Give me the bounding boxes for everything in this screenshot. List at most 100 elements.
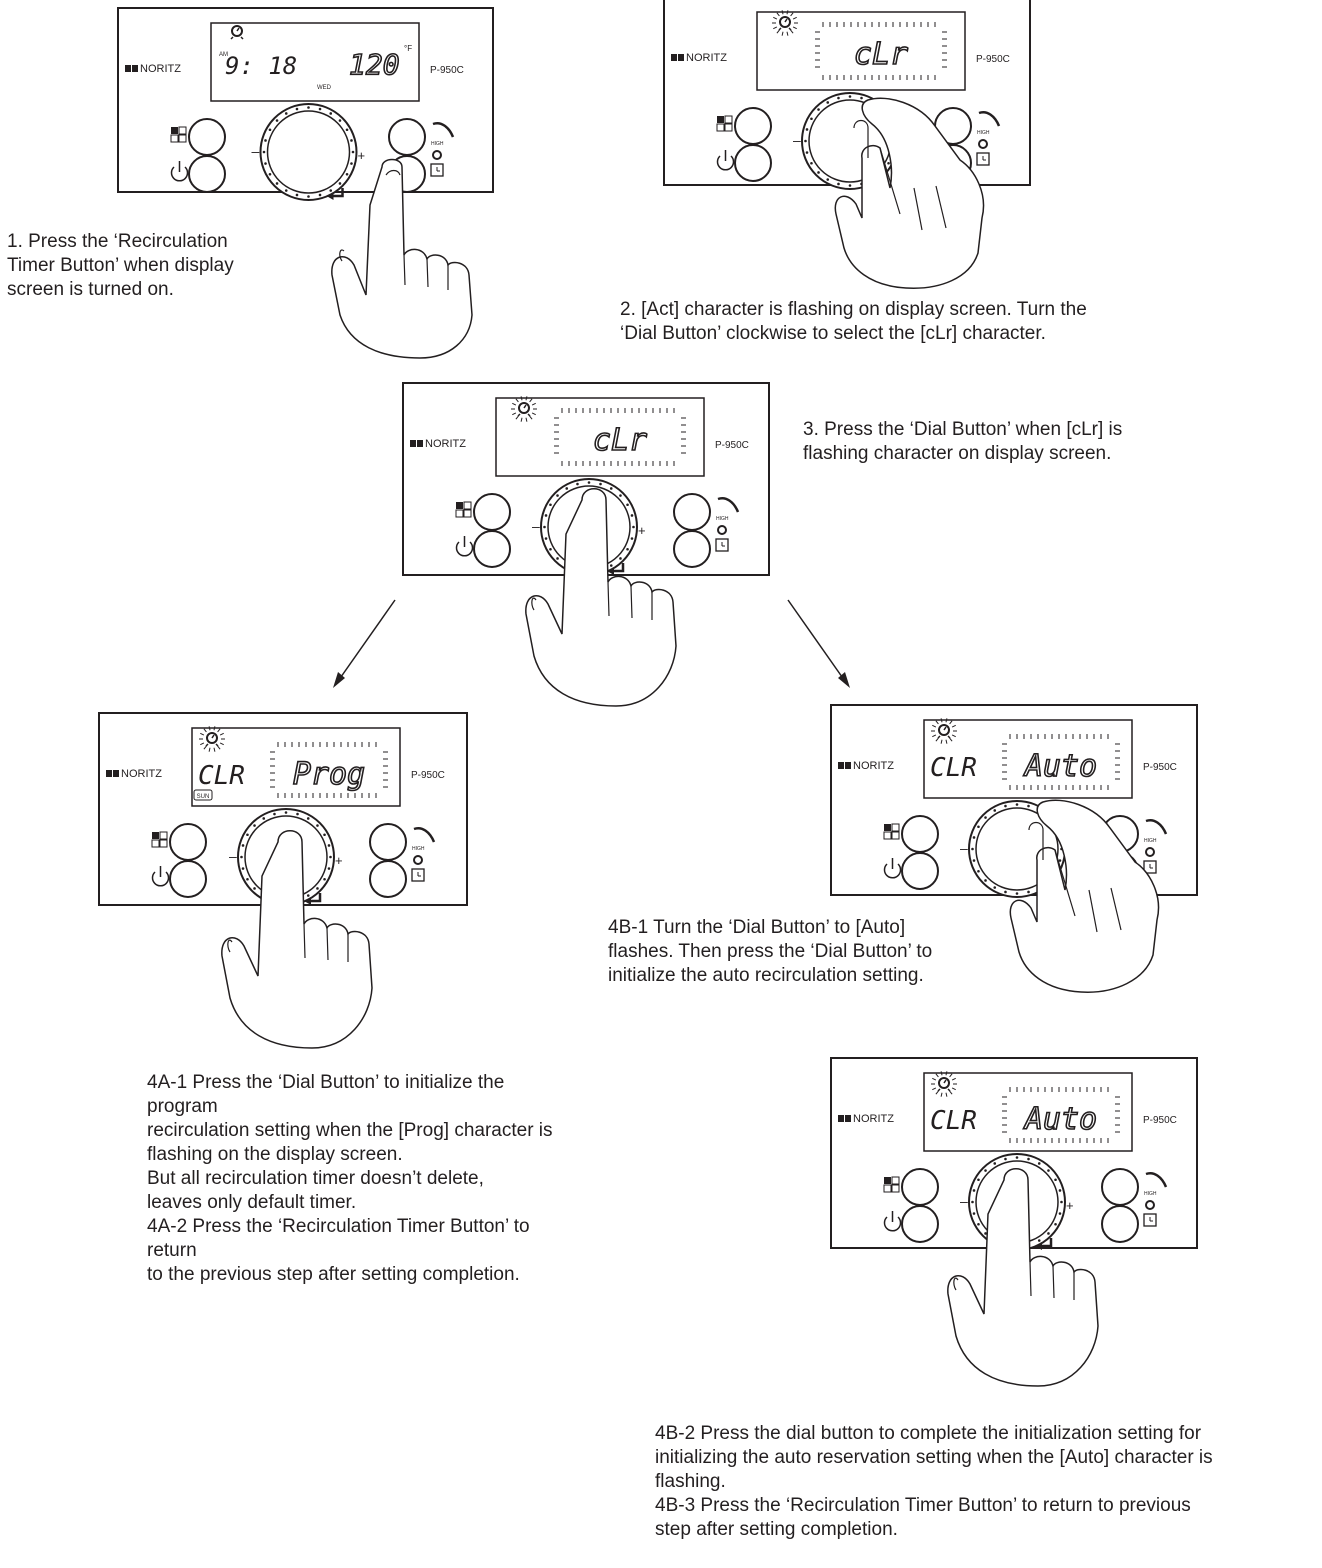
high-mode-icon: [413, 827, 436, 843]
menu-button: [473, 493, 511, 531]
menu-button: [901, 1168, 939, 1206]
menu-button: [734, 107, 772, 145]
minus-sign: –: [532, 518, 540, 534]
brand-logo-text: NORITZ: [140, 63, 181, 75]
dial-turning-hand-icon: [834, 97, 985, 289]
high-mode-icon: [1145, 1172, 1168, 1188]
menu-icon: [883, 1176, 900, 1193]
power-icon: [883, 1211, 902, 1232]
menu-button: [188, 118, 226, 156]
noritz-logo: [410, 440, 423, 447]
minus-sign: –: [960, 1193, 968, 1209]
alarm-clock-icon: [1143, 860, 1157, 874]
noritz-logo: [671, 54, 684, 61]
high-label: HIGH: [431, 141, 444, 147]
plus-sign: +: [1066, 1198, 1074, 1213]
pointing-hand-icon: [947, 1168, 1099, 1387]
plus-sign: +: [638, 523, 646, 538]
caption-step1: 1. Press the ‘Recirculation Timer Button…: [7, 231, 234, 300]
lcd-prefix-display: CLR: [930, 753, 977, 783]
lcd-screen: [191, 727, 401, 807]
day-badge-text: SUN: [197, 794, 210, 800]
high-mode-button: [388, 118, 426, 156]
alarm-clock-icon: [411, 868, 425, 882]
am-indicator: AM: [219, 52, 228, 58]
status-led: [413, 855, 423, 865]
recirculation-timer-button: [369, 860, 407, 898]
alarm-clock-icon: [430, 163, 444, 177]
caption-step4b1: 4B-1 Turn the ‘Dial Button’ to [Auto] fl…: [608, 917, 933, 986]
clock-icon: [931, 718, 957, 744]
day-badge: [193, 789, 213, 801]
power-button: [734, 144, 772, 182]
noritz-logo: [838, 1115, 851, 1122]
minus-sign: –: [793, 132, 801, 148]
lcd-prefix-display: CLR: [198, 761, 245, 791]
brand-logo-text: NORITZ: [425, 438, 466, 450]
power-button: [901, 852, 939, 890]
power-button: [901, 1205, 939, 1243]
lcd-screen: [495, 397, 705, 477]
alarm-clock-icon: [715, 538, 729, 552]
brand-logo-text: NORITZ: [853, 1113, 894, 1125]
power-button: [188, 155, 226, 193]
status-led: [717, 525, 727, 535]
caption-step4a: 4A-1 Press the ‘Dial Button’ to initiali…: [147, 1072, 553, 1285]
clock-icon: [931, 1071, 957, 1097]
menu-button: [901, 815, 939, 853]
menu-button: [169, 823, 207, 861]
plus-sign: +: [358, 148, 366, 163]
brand-logo-text: NORITZ: [686, 52, 727, 64]
minus-sign: –: [229, 848, 237, 864]
status-led: [1145, 1200, 1155, 1210]
enter-arrow-icon: [326, 188, 344, 200]
temperature-unit: °F: [404, 44, 412, 53]
status-led: [1145, 847, 1155, 857]
menu-icon: [455, 501, 472, 518]
recirculation-timer-button: [1101, 1205, 1139, 1243]
clock-icon: [230, 25, 244, 40]
minus-sign: –: [960, 840, 968, 856]
power-icon: [170, 161, 189, 182]
high-mode-icon: [1145, 819, 1168, 835]
noritz-logo: [125, 65, 138, 72]
model-label: P-950C: [715, 440, 749, 451]
power-icon: [883, 858, 902, 879]
model-label: P-950C: [411, 770, 445, 781]
high-mode-icon: [717, 497, 740, 513]
caption-step2: 2. [Act] character is flashing on displa…: [620, 299, 1087, 344]
menu-icon: [170, 126, 187, 143]
power-icon: [716, 150, 735, 171]
clock-icon: [199, 726, 225, 752]
lcd-character-display: cLr: [854, 37, 908, 72]
power-button: [169, 860, 207, 898]
menu-icon: [716, 115, 733, 132]
lcd-screen: [923, 719, 1133, 799]
status-led: [978, 139, 988, 149]
status-led: [432, 150, 442, 160]
recirculation-timer-button: [673, 530, 711, 568]
dial-inner: [266, 110, 351, 194]
high-label: HIGH: [1144, 1191, 1157, 1197]
pointing-hand-icon: [331, 158, 473, 359]
menu-icon: [883, 823, 900, 840]
lcd-character-display: Auto: [1023, 749, 1097, 784]
noritz-logo: [838, 762, 851, 769]
power-icon: [151, 866, 170, 887]
model-label: P-950C: [976, 54, 1010, 65]
plus-sign: +: [335, 853, 343, 868]
pointing-hand-icon: [221, 830, 373, 1049]
enter-arrow-icon: [304, 893, 322, 905]
lcd-screen: [923, 1072, 1133, 1152]
flashing-indicator: [554, 408, 686, 466]
flashing-indicator: [270, 742, 388, 798]
arrow-to-step4b: [787, 599, 850, 688]
high-mode-icon: [978, 111, 1001, 127]
menu-icon: [151, 831, 168, 848]
clock-icon: [511, 396, 537, 422]
pointing-hand-icon: [525, 488, 677, 707]
